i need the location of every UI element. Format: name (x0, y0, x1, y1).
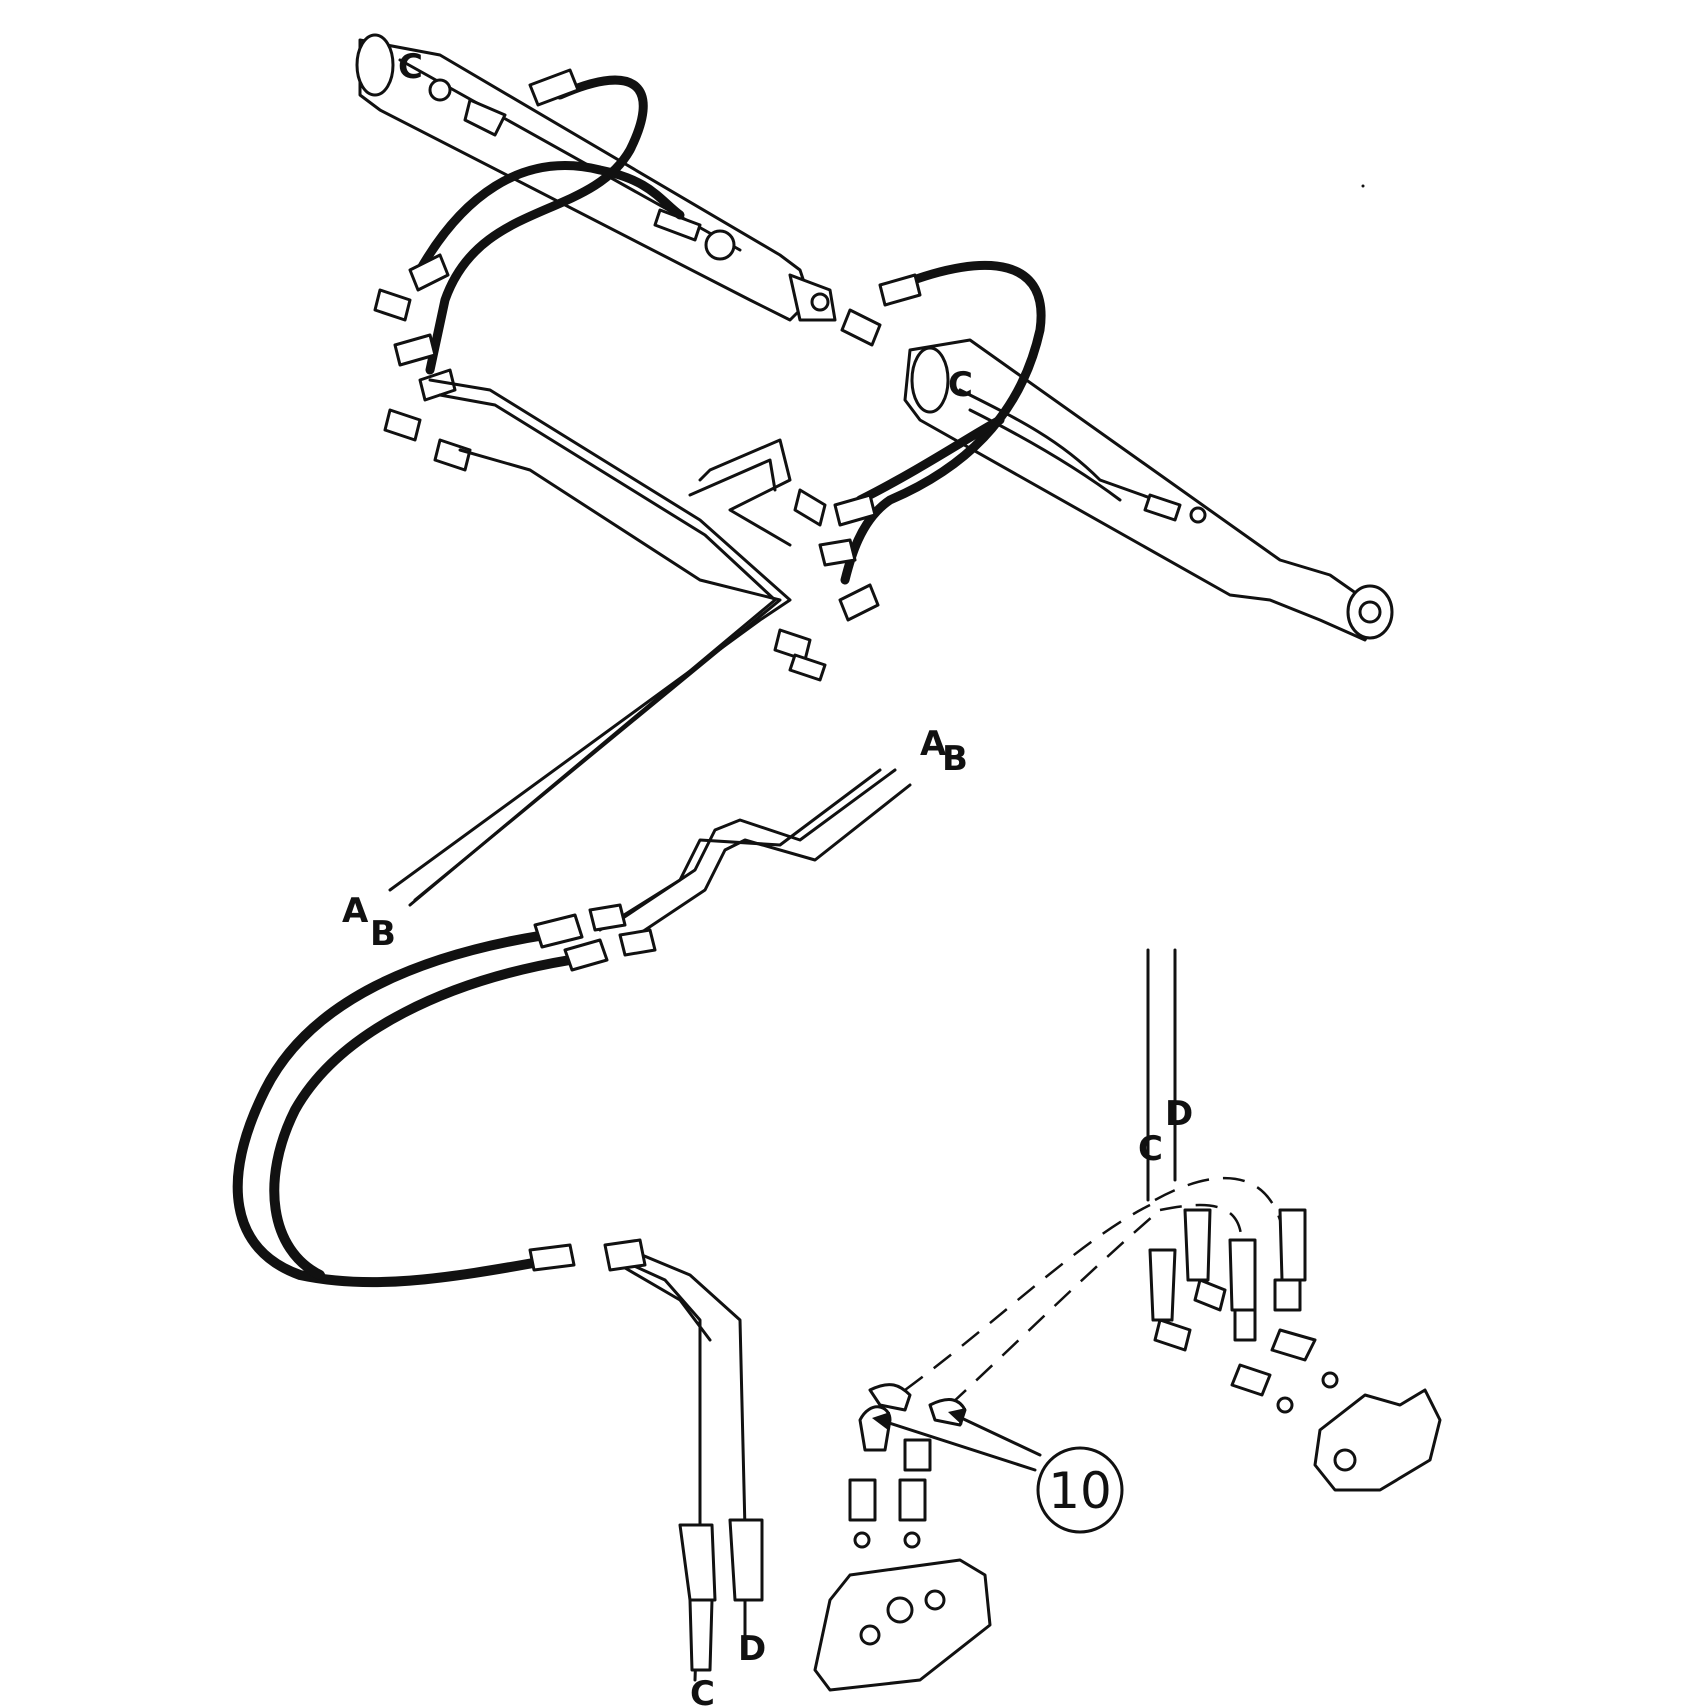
dashed-connections (904, 1176, 1282, 1406)
left-cylinder-label: C (398, 47, 423, 87)
lines-c-d-right (1146, 948, 1177, 1202)
tube-a-bottom-label: A (342, 891, 369, 931)
right-cylinder-label: C (948, 365, 973, 405)
lower-control-valve (813, 1383, 992, 1692)
speck (1361, 184, 1365, 188)
lower-big-hoses (232, 903, 657, 1288)
line-c-bottom-label: C (690, 1674, 715, 1707)
upper-hoses (415, 75, 1046, 585)
tube-a-b-upper (388, 378, 792, 907)
callout-10: 10 (872, 1408, 1124, 1534)
right-hydraulic-cylinder (903, 338, 1394, 642)
line-d-bottom-label: D (738, 1629, 766, 1669)
right-valve-assembly (1148, 1208, 1442, 1492)
left-hydraulic-cylinder (355, 33, 837, 322)
lines-c-d-lower (603, 1238, 764, 1682)
callout-number: 10 (1048, 1462, 1112, 1520)
tube-a-b-middle (598, 768, 912, 942)
tube-b-bottom-label: B (370, 914, 396, 954)
line-d-right-label: D (1165, 1094, 1193, 1134)
callout-circle (1036, 1446, 1124, 1534)
tube-b-top-label: B (942, 739, 968, 779)
upper-fittings (373, 68, 922, 682)
tube-a-top-label: A (920, 724, 947, 764)
line-c-right-label: C (1138, 1129, 1163, 1169)
